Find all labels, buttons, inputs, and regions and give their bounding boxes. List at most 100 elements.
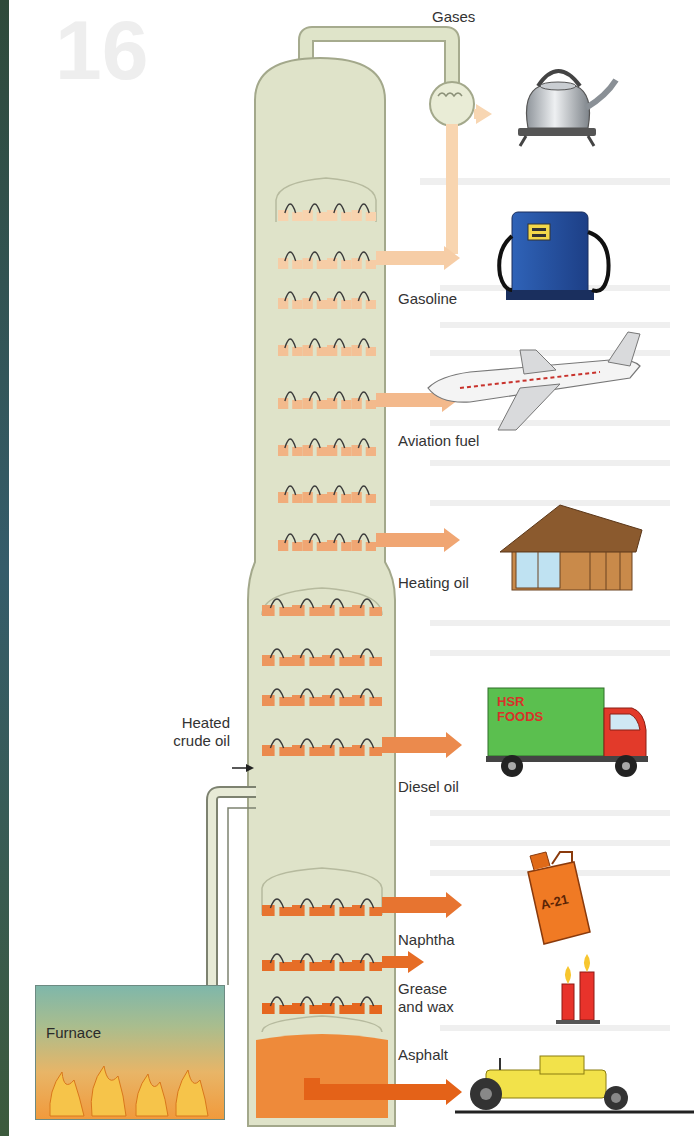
bubble-cap-trays-part xyxy=(369,1005,382,1014)
bubble-cap-trays-part xyxy=(366,300,376,309)
bubble-cap-trays-part xyxy=(352,745,365,756)
condenser-part xyxy=(438,93,462,96)
bubble-cap-trays-part xyxy=(285,252,296,261)
house-icon-part xyxy=(538,552,539,588)
condenser xyxy=(430,82,474,126)
road-roller-icon-part xyxy=(611,1093,621,1103)
bubble-cap-trays-part xyxy=(300,599,313,608)
kettle-icon xyxy=(518,71,616,146)
bubble-cap-trays-part xyxy=(327,445,337,456)
bubble-cap-trays-part xyxy=(292,542,302,551)
product-arrows-part xyxy=(382,732,462,758)
bubble-cap-trays-part xyxy=(352,298,362,309)
bubble-cap-trays-part xyxy=(303,258,313,269)
bubble-cap-trays-part xyxy=(341,300,351,309)
house-icon-part xyxy=(516,552,560,588)
airplane-icon xyxy=(428,332,640,430)
product-arrows-part xyxy=(312,1078,440,1092)
bubble-cap-trays-part xyxy=(341,542,351,551)
bubble-cap-trays-part xyxy=(278,445,288,456)
feed-pipe-part xyxy=(212,792,256,985)
gas-pump-icon-part xyxy=(506,290,594,300)
bubble-cap-trays-part xyxy=(360,954,373,963)
bubble-cap-trays-part xyxy=(341,260,351,269)
bubble-cap-trays-part xyxy=(352,345,362,356)
bubble-cap-trays-part xyxy=(292,447,302,456)
bubble-cap-trays-part xyxy=(292,605,305,616)
flame-shapes-part xyxy=(50,1072,84,1116)
bubble-cap-trays-part xyxy=(292,745,305,756)
bubble-cap-trays-part xyxy=(330,899,343,908)
product-arrows-part xyxy=(376,528,460,552)
bubble-cap-trays-part xyxy=(352,655,365,666)
flame-shapes-part xyxy=(136,1074,168,1116)
bubble-cap-trays-part xyxy=(279,907,292,916)
bubble-cap-trays-part xyxy=(330,649,343,658)
flame-shapes xyxy=(50,1066,208,1116)
bubble-cap-trays-part xyxy=(366,212,376,221)
bubble-cap-trays-part xyxy=(330,689,343,698)
bubble-cap-trays-part xyxy=(358,439,369,448)
road-roller-icon-part xyxy=(540,1056,584,1074)
bubble-cap-trays-part xyxy=(292,905,305,916)
bubble-cap-trays-part xyxy=(285,486,296,495)
truck-icon-part xyxy=(610,714,640,730)
candles-icon-part xyxy=(580,972,594,1020)
house-icon-part xyxy=(620,552,621,590)
bubble-cap-trays-part xyxy=(352,492,362,503)
product-label: Heating oil xyxy=(398,574,508,592)
bubble-cap-trays-part xyxy=(309,439,320,448)
bubble-cap-trays-part xyxy=(270,599,283,608)
bubble-cap-trays-part xyxy=(341,447,351,456)
furnace-box: Furnace xyxy=(35,985,225,1120)
bubble-cap-trays-part xyxy=(322,605,335,616)
bubble-cap-trays-part xyxy=(262,695,275,706)
page-edge-part xyxy=(0,0,9,1136)
bubble-cap-trays-part xyxy=(285,534,296,543)
bubble-cap-trays-part xyxy=(327,298,337,309)
truck-icon-part xyxy=(604,708,646,758)
jerrycan-icon-part xyxy=(530,852,550,870)
kettle-icon-part xyxy=(540,82,576,90)
bubble-cap-trays-part xyxy=(327,258,337,269)
truck-icon-part xyxy=(501,755,523,777)
bubble-cap-trays-part xyxy=(270,649,283,658)
bubble-cap-trays-part xyxy=(292,494,302,503)
flame-shapes-part xyxy=(91,1066,126,1116)
product-arrows-part xyxy=(382,892,462,918)
bubble-cap-trays-part xyxy=(358,204,369,213)
bubble-cap-trays-part xyxy=(366,542,376,551)
bubble-cap-trays-part xyxy=(292,212,302,221)
bubble-cap-trays-part xyxy=(279,747,292,756)
bubble-cap-trays-part xyxy=(334,292,345,301)
bubble-cap-trays-part xyxy=(322,1003,335,1014)
bubble-cap-trays-part xyxy=(358,534,369,543)
bubble-cap-trays-part xyxy=(322,745,335,756)
bubble-cap-trays-part xyxy=(292,655,305,666)
ghost-text-lines-part xyxy=(430,650,670,656)
bubble-cap-trays-part xyxy=(327,398,337,409)
product-label: Asphalt xyxy=(398,1046,508,1064)
road-roller-icon-part xyxy=(470,1078,502,1110)
bubble-cap-trays-part xyxy=(369,657,382,666)
road-roller-icon xyxy=(455,1056,694,1112)
bubble-cap-trays-part xyxy=(278,298,288,309)
ghost-text-lines-part xyxy=(440,322,670,328)
product-arrows-part xyxy=(382,951,424,973)
airplane-icon-part xyxy=(520,350,556,374)
feed-arrow-part xyxy=(246,764,254,772)
bubble-cap-trays-part xyxy=(358,392,369,401)
bubble-cap-trays-part xyxy=(339,962,352,971)
bubble-cap-trays-part xyxy=(262,1003,275,1014)
bubble-cap-trays-part xyxy=(339,1005,352,1014)
ghost-text-lines-part xyxy=(430,420,670,426)
bubble-cap-trays-part xyxy=(270,739,283,748)
bubble-cap-trays-part xyxy=(303,492,313,503)
candles-icon-part xyxy=(565,966,571,984)
bubble-cap-trays-part xyxy=(309,1005,322,1014)
